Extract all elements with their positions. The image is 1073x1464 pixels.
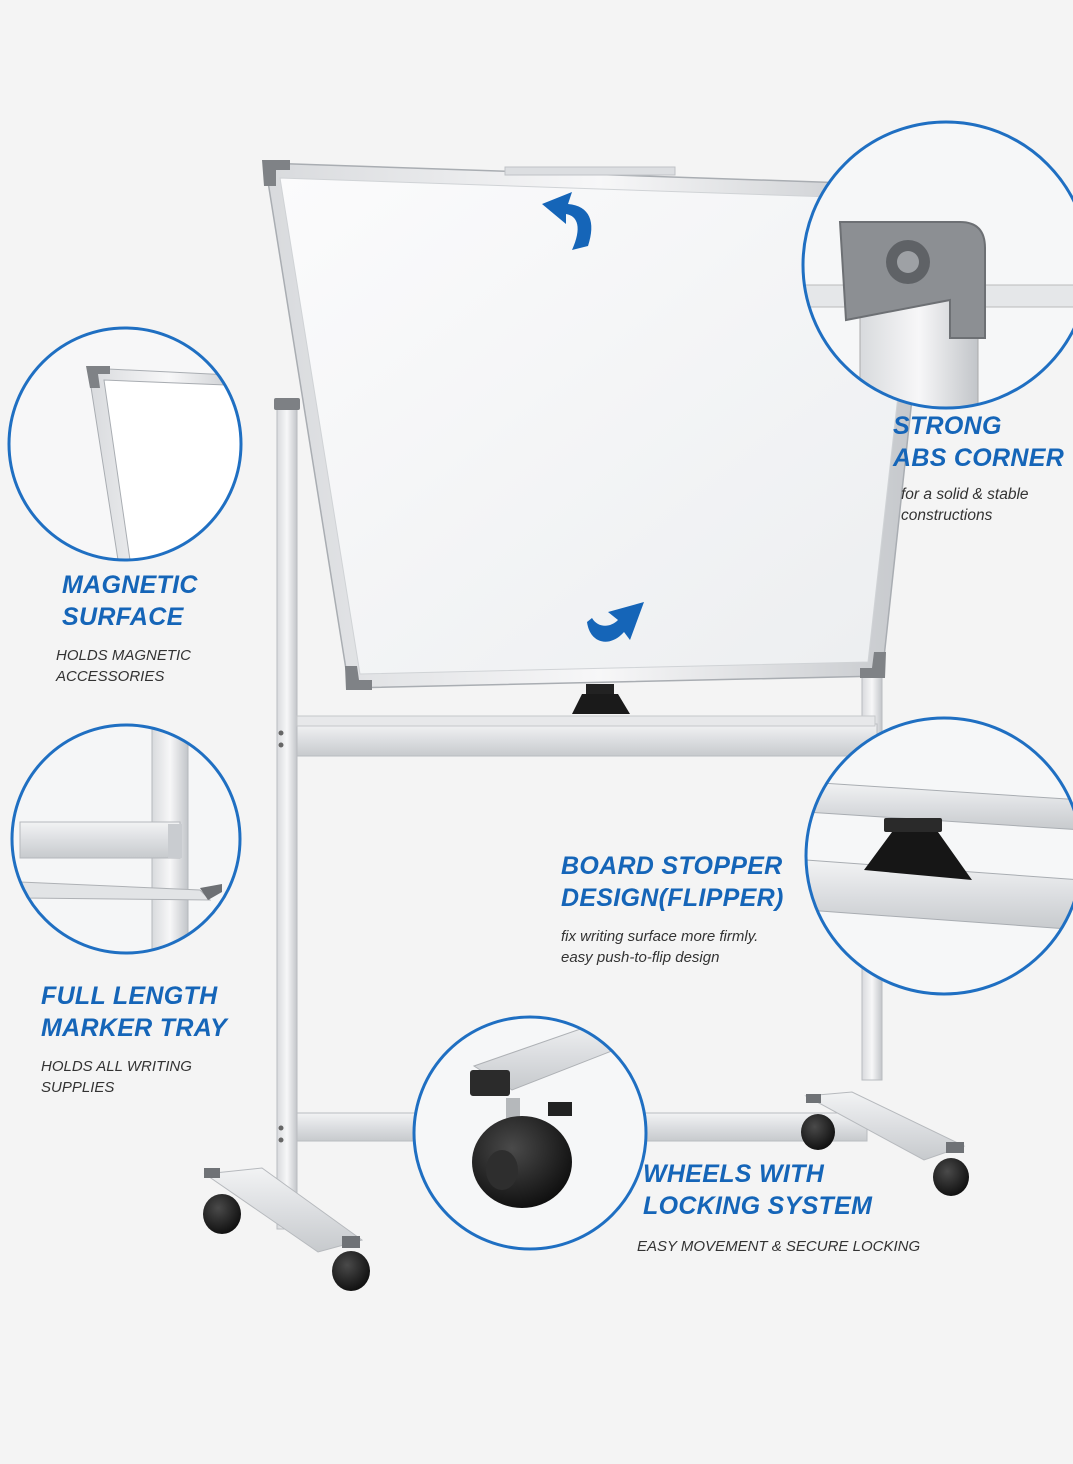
- title-line: MAGNETIC: [62, 571, 198, 599]
- callout-marker-tray: FULL LENGTH MARKER TRAY HOLDS ALL WRITIN…: [41, 980, 227, 1098]
- callout-strong-abs-corner: STRONG ABS CORNER for a solid & stable c…: [893, 410, 1064, 526]
- feature-title: BOARD STOPPER DESIGN(FLIPPER): [561, 850, 784, 914]
- title-line: BOARD STOPPER: [561, 852, 783, 880]
- desc-line: ACCESSORIES: [56, 668, 165, 685]
- desc-line: fix writing surface more firmly.: [561, 928, 759, 945]
- title-line: SURFACE: [62, 603, 184, 631]
- rotate-arrow-up-icon: [542, 192, 592, 250]
- callout-board-stopper: BOARD STOPPER DESIGN(FLIPPER) fix writin…: [561, 850, 784, 968]
- detail-circle-wheels: [412, 1015, 648, 1251]
- title-line: MARKER TRAY: [41, 1014, 228, 1042]
- detail-circle-board-stopper: [804, 716, 1073, 996]
- detail-circle-magnetic-surface: [7, 326, 243, 562]
- title-line: WHEELS WITH: [643, 1160, 825, 1188]
- feature-description: HOLDS MAGNETIC ACCESSORIES: [56, 645, 198, 687]
- feature-description: for a solid & stable constructions: [901, 484, 1064, 526]
- desc-line: EASY MOVEMENT & SECURE LOCKING: [637, 1238, 921, 1255]
- board-stopper: [572, 684, 630, 714]
- caster-wheel: [203, 1114, 969, 1291]
- title-line: LOCKING SYSTEM: [643, 1192, 873, 1220]
- desc-line: HOLDS ALL WRITING: [41, 1058, 192, 1075]
- desc-line: constructions: [901, 507, 993, 524]
- callout-wheels: WHEELS WITH LOCKING SYSTEM EASY MOVEMENT…: [637, 1158, 920, 1257]
- feature-title: WHEELS WITH LOCKING SYSTEM: [643, 1158, 920, 1222]
- desc-line: easy push-to-flip design: [561, 949, 720, 966]
- feature-description: EASY MOVEMENT & SECURE LOCKING: [637, 1236, 920, 1257]
- feature-description: HOLDS ALL WRITING SUPPLIES: [41, 1056, 227, 1098]
- title-line: STRONG: [893, 412, 1002, 440]
- detail-circle-abs-corner: [801, 120, 1073, 410]
- desc-line: HOLDS MAGNETIC: [56, 647, 192, 664]
- desc-line: SUPPLIES: [41, 1079, 115, 1096]
- detail-circle-marker-tray: [10, 723, 242, 955]
- feature-description: fix writing surface more firmly. easy pu…: [561, 926, 784, 968]
- rotate-arrow-down-icon: [587, 602, 644, 642]
- title-line: FULL LENGTH: [41, 982, 218, 1010]
- callout-magnetic-surface: MAGNETIC SURFACE HOLDS MAGNETIC ACCESSOR…: [56, 569, 198, 687]
- feature-title: STRONG ABS CORNER: [893, 410, 1064, 474]
- feature-title: FULL LENGTH MARKER TRAY: [41, 980, 227, 1044]
- feature-title: MAGNETIC SURFACE: [62, 569, 198, 633]
- title-line: ABS CORNER: [893, 444, 1065, 472]
- desc-line: for a solid & stable: [901, 486, 1029, 503]
- title-line: DESIGN(FLIPPER): [561, 884, 784, 912]
- whiteboard: [262, 160, 937, 714]
